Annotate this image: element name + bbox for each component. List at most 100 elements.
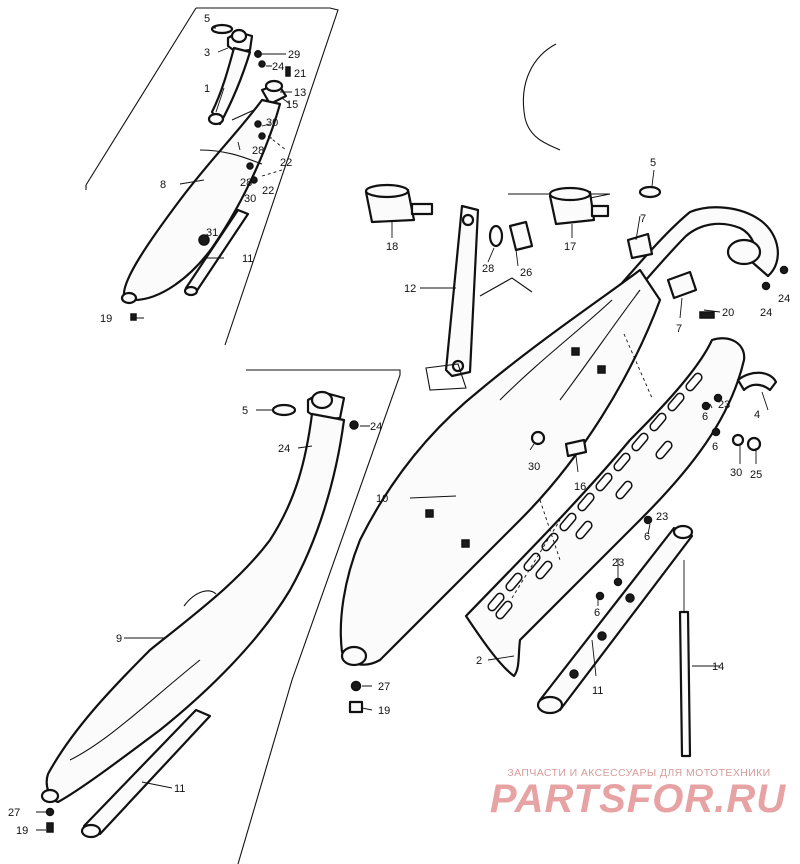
nut-24-right-b: [761, 281, 771, 291]
washer-30-right: [731, 433, 745, 447]
muffler-10-tail: [340, 645, 368, 667]
callout-9: 9: [116, 633, 122, 645]
heat-shield-2: [464, 337, 746, 678]
stud-10-c: [425, 509, 434, 518]
clamp-7-lower: [666, 270, 698, 300]
callout-30-c: 30: [528, 461, 540, 473]
bolt-6-d: [595, 591, 605, 601]
rod-14: [678, 610, 692, 758]
callout-30-a: 30: [266, 117, 278, 129]
callout-18: 18: [386, 241, 398, 253]
callout-30-d: 30: [730, 467, 742, 479]
callout-23-c: 23: [612, 557, 624, 569]
bolt-20: [699, 311, 715, 319]
left-muffler-group: [40, 390, 359, 839]
callout-30-b: 30: [244, 193, 256, 205]
bolt-23-b: [613, 577, 623, 587]
callout-26: 26: [520, 267, 532, 279]
bolt-6-a: [701, 401, 711, 411]
clamp-7-upper: [626, 232, 654, 260]
callout-15: 15: [286, 99, 298, 111]
callout-11-left: 11: [174, 783, 185, 795]
callout-11-small: 11: [242, 253, 253, 265]
washer-30-a: [254, 120, 262, 128]
baffle-hole-a: [625, 593, 635, 603]
right-muffler-group: [339, 185, 789, 758]
washer-30-center: [530, 430, 546, 446]
callout-5-right: 5: [650, 157, 656, 169]
callout-14: 14: [712, 661, 724, 673]
callout-27-center: 27: [378, 681, 390, 693]
callout-19-center: 19: [378, 705, 390, 717]
callout-2: 2: [476, 655, 482, 667]
callout-1: 1: [204, 83, 210, 95]
nut-28-a: [258, 132, 266, 140]
callout-8: 8: [160, 179, 166, 191]
baffle-11-end: [183, 285, 199, 297]
callout-31: 31: [206, 227, 218, 239]
callout-28-b: 28: [240, 177, 252, 189]
pipe-inlet-left: [310, 390, 334, 410]
small-assembly-group: [120, 23, 291, 321]
callout-4: 4: [754, 409, 760, 421]
stud-10-a: [571, 347, 580, 356]
bolt-19-small: [130, 313, 137, 321]
callout-22-b: 22: [262, 185, 274, 197]
callout-25: 25: [750, 469, 762, 481]
bolt-21: [285, 66, 291, 77]
heat-shield-slots: [487, 372, 703, 620]
callout-6-c: 6: [644, 531, 650, 543]
mounting-group: [364, 183, 610, 391]
callout-20: 20: [722, 307, 734, 319]
callout-5-left: 5: [242, 405, 248, 417]
callout-24-left-a: 24: [370, 421, 382, 433]
callout-28-c: 28: [482, 263, 494, 275]
callout-13: 13: [294, 87, 306, 99]
spacer-18-stud: [410, 202, 434, 216]
callout-24-small: 24: [272, 61, 284, 73]
callout-24-left-b: 24: [278, 443, 290, 455]
nut-24-left-a: [349, 420, 359, 430]
callout-7-upper: 7: [640, 213, 646, 225]
spacer-17-stud: [590, 204, 610, 218]
callout-19-small: 19: [100, 313, 112, 325]
baffle-hole-b: [597, 631, 607, 641]
callout-19-left: 19: [16, 825, 28, 837]
callout-12: 12: [404, 283, 416, 295]
washer-28: [488, 224, 504, 248]
callout-17: 17: [564, 241, 576, 253]
muffler-8-tail: [120, 291, 138, 305]
nut-27-left: [45, 807, 55, 817]
bracket-12: [444, 204, 480, 378]
callout-21: 21: [294, 68, 306, 80]
exhaust-pipe-1: [210, 46, 252, 126]
panel-outlines: [85, 7, 611, 864]
callout-23-b: 23: [656, 511, 668, 523]
nut-28-b: [250, 176, 258, 184]
spacer-17-cap: [548, 186, 592, 202]
gasket-5-left: [271, 403, 297, 417]
callout-labels: 5 3 29 24 21 1 13 15 30 28 22 28 22 8 30…: [8, 13, 790, 837]
baffle-11-right-top: [672, 524, 694, 540]
bracket-12-hole-b: [451, 359, 465, 373]
nut-25: [746, 436, 762, 452]
callout-5-small: 5: [204, 13, 210, 25]
callout-6-a: 6: [702, 411, 708, 423]
stud-10-b: [597, 365, 606, 374]
nut-27-center: [350, 680, 362, 692]
callout-16: 16: [574, 481, 586, 493]
gasket-5-right: [638, 185, 662, 199]
watermark-brand-logo: PARTSFOR.RU: [489, 777, 787, 821]
nut-24-small: [258, 60, 266, 68]
bolt-23-a: [713, 393, 723, 403]
watermark-caption: ЗАПЧАСТИ И АКСЕССУАРЫ ДЛЯ МОТОТЕХНИКИ: [507, 767, 771, 779]
callout-24-right-b: 24: [760, 307, 772, 319]
gasket-5-small: [210, 23, 234, 35]
washer-30-b: [246, 162, 254, 170]
baffle-11-left-end: [80, 823, 102, 839]
muffler-9-tail: [40, 788, 60, 804]
bolt-6-b: [711, 427, 721, 437]
callout-6-d: 6: [594, 607, 600, 619]
